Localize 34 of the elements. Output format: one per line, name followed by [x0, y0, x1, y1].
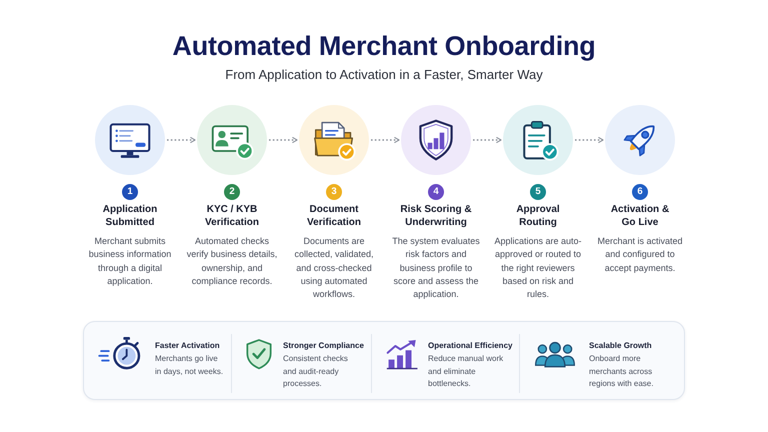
- step-title: Document Verification: [306, 203, 362, 229]
- step-title: Approval Routing: [515, 203, 561, 229]
- step-description: Documents are collected, validated, and cross-checked using automated workflows.: [293, 235, 375, 302]
- step-number: 3: [326, 184, 342, 200]
- benefit-title: Stronger Compliance: [283, 340, 365, 351]
- benefit-description: Merchants go live in days, not weeks.: [155, 353, 224, 378]
- benefit-description: Onboard more merchants across regions with ease.: [589, 353, 654, 390]
- step-number: 2: [224, 184, 240, 200]
- subtitle: From Application to Activation in a Faster, Smarter Way: [225, 67, 543, 83]
- step-description: Merchant is activated and configured to accept payments.: [596, 235, 684, 275]
- arrow: [371, 137, 400, 143]
- step-description: Automated checks verify business details, ownership, and compliance records.: [186, 235, 278, 288]
- step-number: 6: [632, 184, 648, 200]
- benefit-title: Operational Efficiency: [428, 340, 514, 351]
- step-number: 1: [122, 184, 138, 200]
- benefits-panel: [83, 321, 685, 400]
- step-description: Applications are auto-approved or routed to the right reviewers based on risk and rules.: [493, 235, 583, 302]
- benefit-title: Faster Activation: [155, 340, 221, 351]
- step-title: Activation & Go Live: [610, 203, 670, 229]
- arrow: [167, 137, 196, 143]
- step-number: 4: [428, 184, 444, 200]
- step-title: KYC / KYB Verification: [204, 203, 260, 229]
- benefit-title: Scalable Growth: [589, 340, 653, 351]
- step-description: The system evaluates risk factors and business profile to score and assess the application.: [391, 235, 481, 302]
- step-title: Risk Scoring & Underwriting: [400, 203, 472, 229]
- arrow: [269, 137, 298, 143]
- arrow: [575, 137, 604, 143]
- step-number: 5: [530, 184, 546, 200]
- step-description: Merchant submits business information through a digital application.: [88, 235, 172, 288]
- step-title: Application Submitted: [102, 203, 158, 229]
- diagram-title: Automated Merchant Onboarding: [172, 30, 596, 62]
- arrow: [473, 137, 502, 143]
- benefit-description: Reduce manual work and eliminate bottlenecks.: [428, 353, 504, 390]
- benefit-description: Consistent checks and audit-ready processes.: [283, 353, 349, 390]
